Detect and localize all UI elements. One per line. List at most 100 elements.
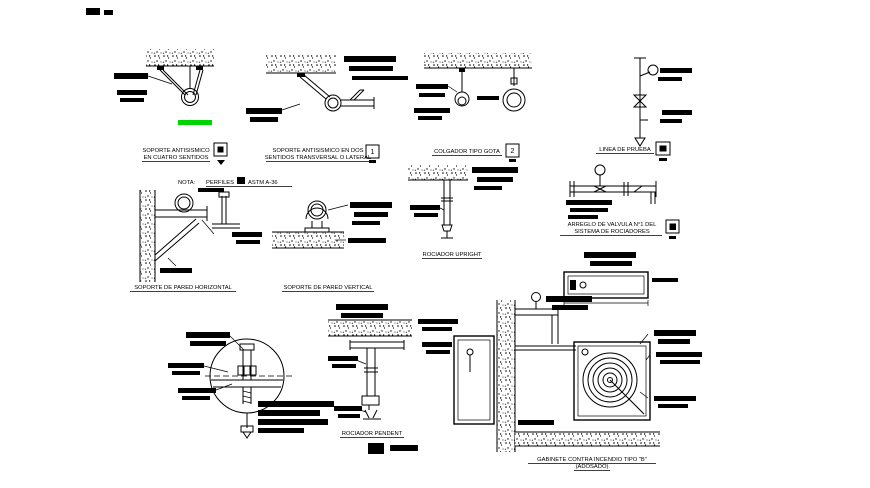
redacted-annotation-bar (654, 396, 696, 401)
svg-text:1: 1 (371, 149, 375, 156)
redacted-annotation-bar (338, 414, 360, 418)
redacted-annotation-bar (114, 73, 148, 79)
concrete-hatch-band (146, 49, 214, 66)
redacted-annotation-bar (354, 212, 388, 217)
detail-soporte-antisismico-2: SOPORTE ANTISISMICO EN DOS SENTIDOS TRAN… (246, 54, 408, 163)
concrete-hatch-band (408, 165, 468, 180)
elbow-fitting (361, 395, 380, 406)
redacted-annotation-bar (349, 66, 393, 71)
redacted-annotation-bar (237, 177, 245, 184)
redacted-annotation-bar (190, 341, 226, 346)
redacted-annotation-bar (546, 296, 592, 302)
redacted-annotation-bar (198, 188, 224, 192)
detail-title: SENTIDOS TRANSVERSAL O LATERAL (265, 155, 372, 161)
detail-tag: 1 (365, 144, 380, 163)
detail-title: (ADOSADO) (576, 464, 609, 470)
detail-anchor-bolt (168, 332, 334, 439)
redacted-annotation-bar (168, 363, 204, 368)
anchor-plate (157, 66, 164, 70)
redacted-annotation-bar (336, 304, 388, 310)
redacted-annotation-bar (658, 339, 690, 344)
redacted-annotation-bar (662, 110, 692, 115)
detail-colgador-tipo-gota: COLGADOR TIPO GOTA 2 (414, 53, 532, 162)
redacted-annotation-bar (120, 98, 144, 102)
redacted-annotation-bar (258, 410, 320, 416)
detail-title: COLGADOR TIPO GOTA (434, 149, 500, 155)
redacted-annotation-bar (344, 56, 396, 62)
redacted-annotation-bar (341, 313, 383, 318)
detail-title: SISTEMA DE ROCIADORES (574, 229, 650, 235)
title-block-fragment (86, 8, 113, 15)
detail-title: ROCIADOR UPRIGHT (423, 252, 482, 258)
hose-connection (579, 281, 587, 289)
redacted-annotation-bar (474, 186, 502, 190)
anchor-plate (297, 73, 305, 77)
redacted-annotation-bar (332, 364, 356, 368)
detail-title: LINEA DE PRUEBA (599, 147, 651, 153)
detail-tag: 2 (505, 143, 520, 162)
redacted-annotation-bar (348, 238, 386, 243)
redacted-annotation-bar (477, 177, 513, 182)
redacted-annotation-bar (236, 240, 260, 244)
drop-hanger-loop (454, 91, 470, 107)
redacted-annotation-bar (250, 117, 278, 122)
hex-nut (237, 365, 257, 376)
turnbuckle (510, 77, 518, 85)
pressure-gauge (647, 64, 659, 76)
shutoff-valve (531, 292, 541, 302)
pipe-clamp (324, 94, 342, 112)
cabinet-section-outline (453, 335, 495, 425)
redacted-annotation-bar (518, 420, 554, 425)
redacted-annotation-bar (328, 356, 358, 361)
wall-hatch (497, 300, 515, 452)
concrete-hatch-band (266, 54, 336, 73)
detail-title: ROCIADOR PENDENT (342, 431, 403, 437)
redacted-annotation-bar (246, 108, 282, 114)
redacted-annotation-bar (658, 77, 682, 81)
redacted-annotation-bar (552, 305, 588, 310)
wall-hatch (140, 190, 155, 282)
redacted-annotation-bar (654, 330, 696, 336)
valve-symbol (632, 94, 648, 102)
redacted-annotation-bar (652, 278, 678, 282)
redacted-annotation-bar (178, 388, 216, 393)
redacted-annotation-bar (258, 428, 304, 433)
redacted-annotation-bar (232, 232, 262, 237)
redacted-annotation-bar (568, 215, 598, 219)
redacted-annotation-bar (660, 119, 682, 123)
detail-title: SOPORTE DE PARED HORIZONTAL (134, 285, 232, 291)
detail-title: SOPORTE ANTISISMICO (142, 148, 210, 154)
ground-hatch-band (515, 432, 660, 446)
redacted-annotation-bar (258, 401, 334, 407)
pipe-section (307, 200, 327, 220)
detail-rociador-upright: ROCIADOR UPRIGHT (408, 165, 518, 259)
redacted-annotation-bar (186, 332, 230, 338)
note-label: NOTA: (178, 180, 196, 186)
cabinet-plan-outline (563, 271, 649, 299)
redacted-annotation-bar (410, 205, 440, 210)
detail-soporte-pared-vertical: SOPORTE DE PARED VERTICAL (272, 200, 392, 292)
detail-rociador-pendent: ROCIADOR PENDENT (328, 304, 458, 454)
detail-tag (213, 142, 228, 165)
redacted-annotation-bar (258, 419, 328, 425)
redacted-annotation-bar (426, 350, 450, 354)
redacted-annotation-bar (418, 319, 458, 324)
redacted-annotation-bar (418, 116, 442, 120)
general-note: NOTA: PERFILES ASTM A-36 (178, 177, 292, 187)
sprinkler-body (441, 224, 453, 232)
redacted-annotation-bar (477, 96, 499, 100)
redacted-annotation-bar (584, 252, 636, 258)
pipe-clamp (181, 88, 199, 106)
redacted-annotation-bar (658, 404, 688, 408)
redacted-annotation-bar (416, 84, 448, 89)
drain-symbol (634, 137, 646, 147)
concrete-hatch-band (424, 53, 532, 68)
svg-text:2: 2 (511, 148, 515, 155)
redacted-annotation-bar (472, 167, 518, 173)
arrow-down-icon (217, 160, 225, 165)
note-text: PERFILES (206, 180, 234, 186)
redacted-annotation-bar (334, 406, 362, 411)
redacted-annotation-bar (422, 342, 452, 347)
